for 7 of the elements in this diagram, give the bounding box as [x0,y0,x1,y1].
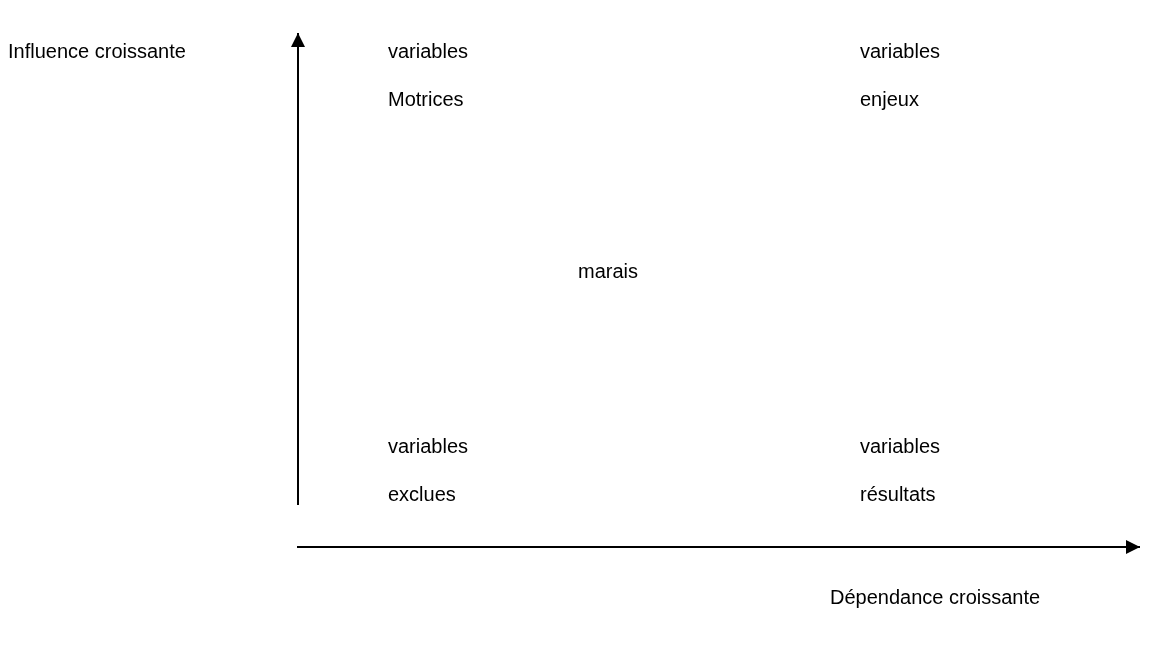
quadrant-label: variables Motrices [388,39,470,112]
quadrant-label: variables exclues [388,434,470,507]
quadrant-label: variables résultats [860,434,942,507]
axis-label: Influence croissante [8,39,186,63]
quadrant-label: variables enjeux [860,39,942,112]
axis-label: Dépendance croissante [830,585,1041,609]
zone-label: marais [578,259,638,283]
